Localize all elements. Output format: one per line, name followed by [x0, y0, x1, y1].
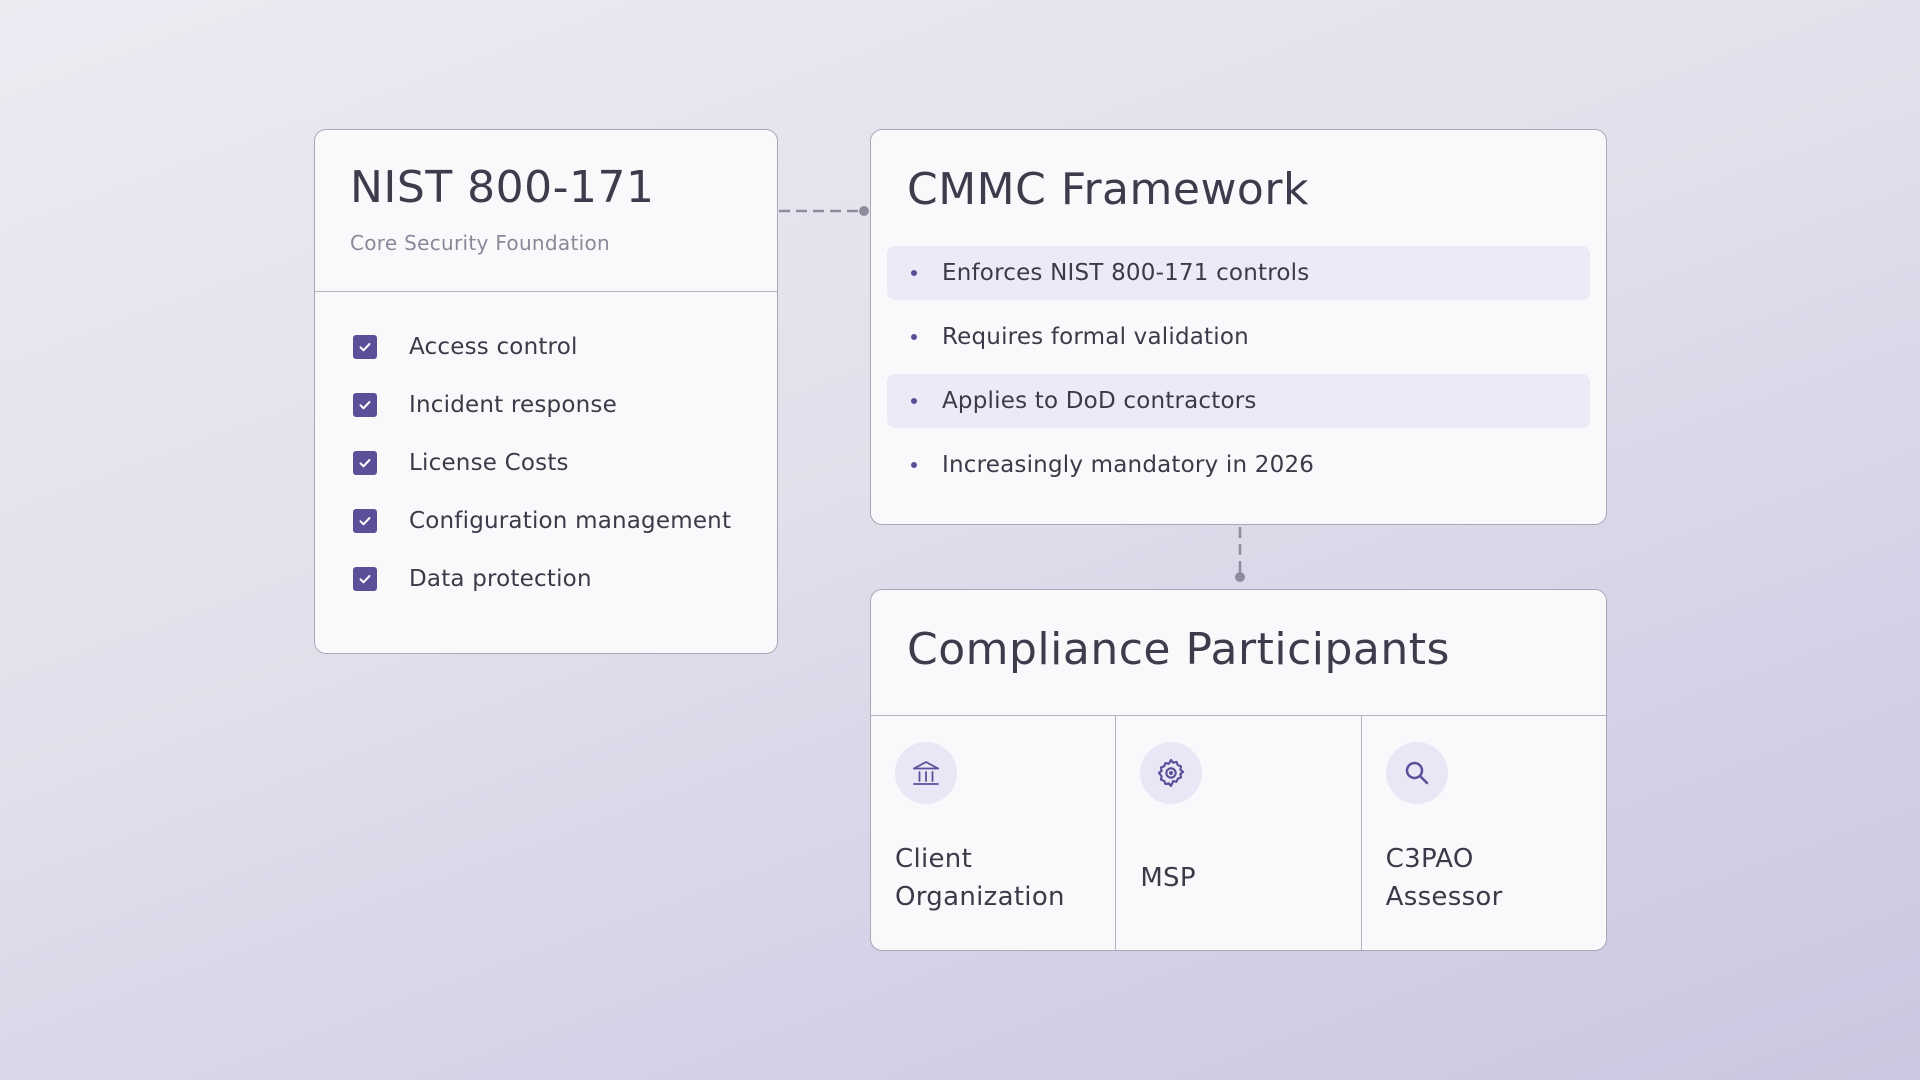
search-icon [1385, 742, 1448, 804]
cmmc-bullet-list: Enforces NIST 800-171 controls Requires … [871, 246, 1606, 492]
nist-card: NIST 800-171 Core Security Foundation Ac… [314, 129, 778, 654]
participants-grid: Client Organization MSP C3PAO Assessor [871, 716, 1606, 950]
nist-subtitle: Core Security Foundation [350, 230, 610, 255]
participant-c3pao-assessor: C3PAO Assessor [1362, 716, 1606, 950]
checkbox-checked-icon [353, 567, 377, 591]
bullet-dot-icon [911, 334, 917, 340]
cmmc-bullet-label: Enforces NIST 800-171 controls [942, 260, 1310, 286]
nist-control-label: Configuration management [409, 508, 732, 534]
cmmc-bullet-item: Increasingly mandatory in 2026 [887, 438, 1590, 492]
nist-control-item: License Costs [353, 434, 777, 492]
cmmc-bullet-label: Applies to DoD contractors [942, 388, 1257, 414]
nist-control-label: License Costs [409, 450, 569, 476]
bank-icon [895, 742, 957, 804]
participant-label: C3PAO Assessor [1385, 844, 1503, 912]
gear-icon [1140, 742, 1203, 804]
nist-control-item: Configuration management [353, 492, 777, 550]
participant-msp: MSP [1116, 716, 1362, 950]
nist-title: NIST 800-171 [350, 162, 655, 213]
checkbox-checked-icon [353, 393, 377, 417]
participant-client-organization: Client Organization [871, 716, 1117, 950]
participants-card: Compliance Participants Client Organizat… [870, 589, 1607, 951]
nist-to-cmmc-connector-end [859, 206, 869, 216]
cmmc-bullet-item: Applies to DoD contractors [887, 374, 1590, 428]
cmmc-title: CMMC Framework [907, 164, 1309, 215]
participant-label: Client Organization [895, 844, 1065, 912]
nist-control-item: Access control [353, 318, 777, 376]
nist-control-list: Access control Incident response License… [315, 292, 777, 608]
participants-title: Compliance Participants [907, 624, 1450, 675]
bullet-dot-icon [911, 398, 917, 404]
nist-control-label: Access control [409, 334, 578, 360]
nist-control-item: Incident response [353, 376, 777, 434]
participant-label: MSP [1140, 863, 1196, 893]
cmmc-card-header: CMMC Framework [871, 130, 1606, 246]
cmmc-card: CMMC Framework Enforces NIST 800-171 con… [870, 129, 1607, 525]
nist-control-item: Data protection [353, 550, 777, 608]
participants-card-header: Compliance Participants [871, 590, 1606, 716]
checkbox-checked-icon [353, 451, 377, 475]
bullet-dot-icon [911, 270, 917, 276]
cmmc-bullet-label: Requires formal validation [942, 324, 1249, 350]
cmmc-bullet-item: Enforces NIST 800-171 controls [887, 246, 1590, 300]
nist-card-header: NIST 800-171 Core Security Foundation [315, 130, 777, 292]
nist-control-label: Data protection [409, 566, 592, 592]
nist-control-label: Incident response [409, 392, 617, 418]
checkbox-checked-icon [353, 509, 377, 533]
cmmc-to-participants-connector-end [1235, 572, 1245, 582]
checkbox-checked-icon [353, 335, 377, 359]
cmmc-bullet-item: Requires formal validation [887, 310, 1590, 364]
cmmc-bullet-label: Increasingly mandatory in 2026 [942, 452, 1315, 478]
bullet-dot-icon [911, 462, 917, 468]
